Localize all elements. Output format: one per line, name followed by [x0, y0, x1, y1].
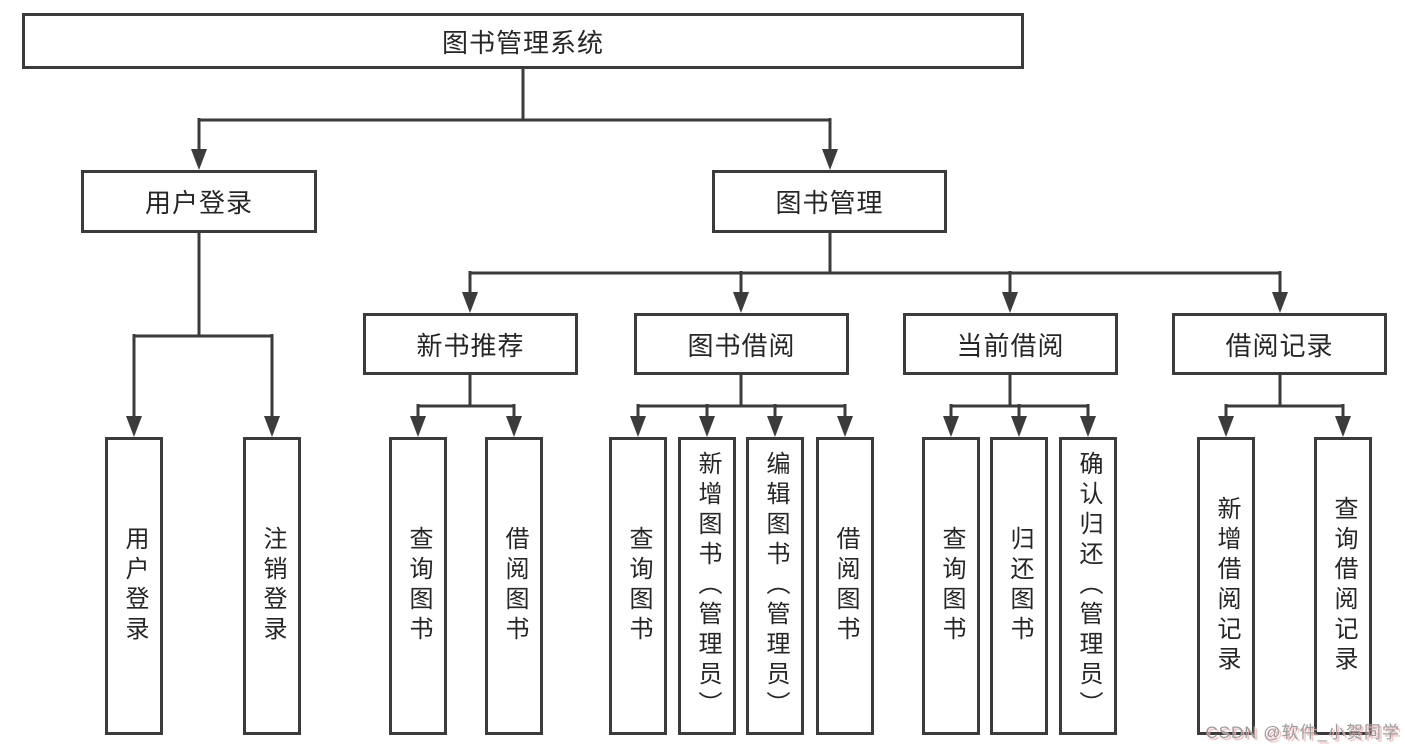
arrowhead-icon: [699, 416, 715, 437]
node-root: 图书管理系统: [22, 13, 1024, 69]
leaf-borrow-book-2: 借阅图书: [816, 437, 874, 735]
arrowhead-icon: [943, 416, 959, 437]
leaf-logout: 注销登录: [243, 437, 301, 735]
arrowhead-icon: [410, 416, 426, 437]
connector-path: [132, 69, 1345, 419]
arrowhead-icon: [630, 416, 646, 437]
leaf-add-borrow-record: 新增借阅记录: [1197, 437, 1255, 735]
arrowhead-icon: [1011, 416, 1027, 437]
leaf-borrow-book-1: 借阅图书: [485, 437, 543, 735]
csdn-watermark: CSDN @软件_小贺同学: [1205, 723, 1400, 742]
arrowhead-icon: [462, 292, 478, 313]
arrowhead-icon: [191, 149, 207, 170]
arrowhead-icon: [506, 416, 522, 437]
leaf-return-book: 归还图书: [990, 437, 1048, 735]
arrowhead-icon: [1080, 416, 1096, 437]
arrowhead-icon: [126, 416, 142, 437]
leaf-user-login: 用户登录: [105, 437, 163, 735]
node-borrow-records: 借阅记录: [1172, 313, 1387, 375]
leaf-query-book-1: 查询图书: [389, 437, 447, 735]
arrowhead-icon: [264, 416, 280, 437]
node-book-management: 图书管理: [712, 170, 947, 233]
leaf-edit-book-admin: 编辑图书（管理员）: [746, 437, 804, 735]
leaf-query-book-3: 查询图书: [922, 437, 980, 735]
node-new-book-recommend: 新书推荐: [363, 313, 578, 375]
node-current-borrow: 当前借阅: [903, 313, 1118, 375]
arrowhead-icon: [767, 416, 783, 437]
arrowhead-icon: [822, 149, 838, 170]
leaf-query-book-2: 查询图书: [609, 437, 667, 735]
arrowhead-icon: [1272, 292, 1288, 313]
leaf-add-book-admin: 新增图书（管理员）: [678, 437, 736, 735]
leaf-query-borrow-record: 查询借阅记录: [1314, 437, 1372, 735]
arrowhead-icon: [733, 292, 749, 313]
arrowhead-icon: [837, 416, 853, 437]
node-user-login: 用户登录: [81, 170, 317, 233]
arrowhead-icon: [1002, 292, 1018, 313]
leaf-confirm-return-admin: 确认归还（管理员）: [1059, 437, 1117, 735]
arrowhead-icon: [1218, 416, 1234, 437]
arrowhead-icon: [1335, 416, 1351, 437]
node-book-borrow: 图书借阅: [634, 313, 849, 375]
